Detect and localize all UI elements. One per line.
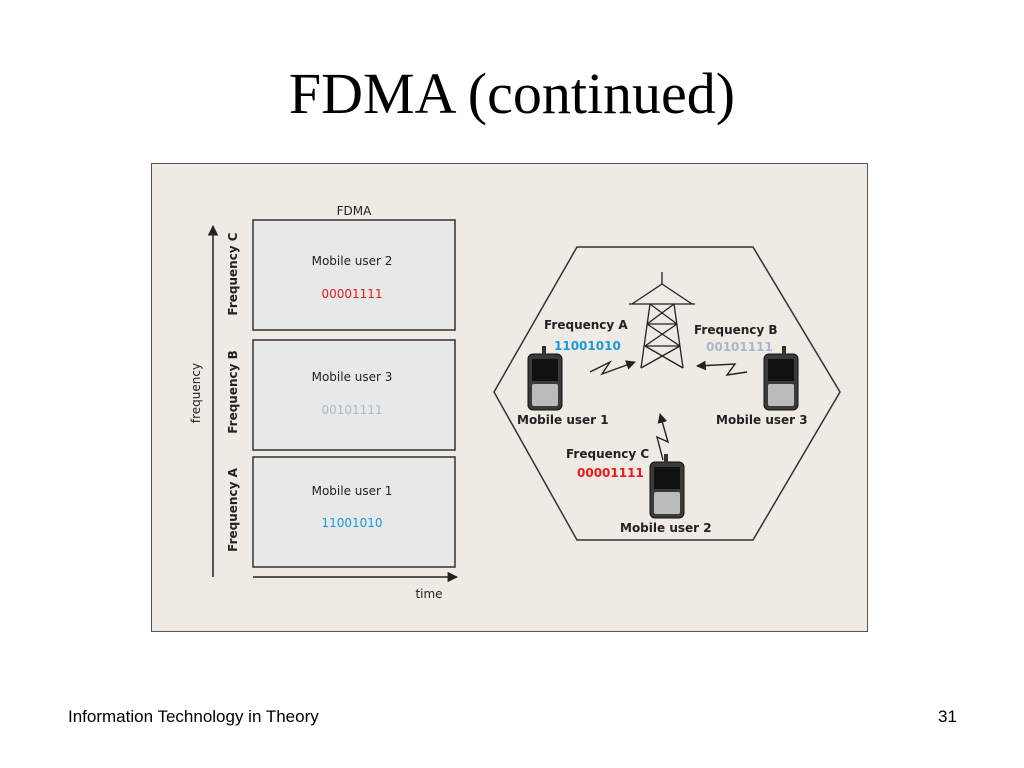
signal-arrow-user-3 [696, 360, 748, 376]
cell-user-label-2: Mobile user 2 [620, 521, 712, 535]
band-axis-label-c: Frequency C [226, 232, 240, 315]
footer-course-title: Information Technology in Theory [68, 707, 319, 726]
cell-tower-icon [629, 272, 695, 369]
band-frequency-c [252, 219, 456, 331]
cell-freq-label-c: Frequency C [566, 447, 649, 461]
frequency-axis-label: frequency [189, 363, 203, 423]
page-number: 31 [938, 707, 957, 726]
fdma-figure: FDMA frequency time Frequency C Mobile u… [151, 163, 868, 632]
mobile-phone-icon [649, 454, 685, 519]
cell-user-label-1: Mobile user 1 [517, 413, 609, 427]
mobile-phone-icon [763, 346, 799, 411]
band-user-a: Mobile user 1 [312, 484, 393, 498]
cell-freq-label-b: Frequency B [694, 323, 778, 337]
signal-arrow-user-1 [589, 360, 636, 376]
time-axis-label: time [415, 587, 442, 601]
slide-title: FDMA (continued) [288, 61, 736, 126]
cell-code-b: 00101111 [706, 340, 773, 354]
band-frequency-b [252, 339, 456, 451]
fdma-diagram: FDMA frequency time Frequency C Mobile u… [189, 204, 841, 601]
band-code-b: 00101111 [321, 403, 382, 417]
band-axis-label-b: Frequency B [226, 350, 240, 434]
band-axis-label-a: Frequency A [226, 467, 240, 551]
fdma-chart-title: FDMA [337, 204, 372, 218]
band-code-a: 11001010 [321, 516, 382, 530]
cell-freq-label-a: Frequency A [544, 318, 628, 332]
cell-code-c: 00001111 [577, 466, 644, 480]
band-frequency-a [252, 456, 456, 568]
cell-hexagon [493, 246, 841, 541]
cell-code-a: 11001010 [554, 339, 621, 353]
band-user-c: Mobile user 2 [312, 254, 393, 268]
cell-user-label-3: Mobile user 3 [716, 413, 808, 427]
band-user-b: Mobile user 3 [312, 370, 393, 384]
band-code-c: 00001111 [321, 287, 382, 301]
signal-arrow-user-2 [655, 413, 670, 461]
mobile-phone-icon [527, 346, 563, 411]
